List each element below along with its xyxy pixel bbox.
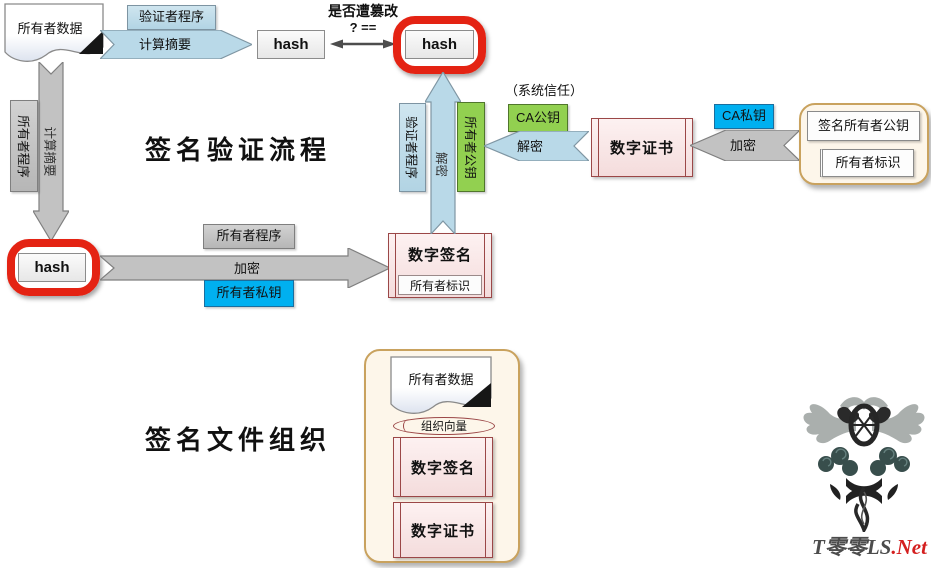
signed-owner-public-key-box: 签名所有者公钥 [807, 111, 920, 141]
hash-box-decrypted: hash [405, 30, 474, 59]
watermark-suffix: .Net [891, 535, 927, 559]
hash-box-computed: hash [257, 30, 325, 59]
watermark-text: T零零LS.Net [812, 531, 927, 561]
process-side-lines [400, 438, 486, 496]
tamper-check-label: 是否遭篡改 [328, 3, 398, 20]
org-vector-ellipse: 组织向量 [393, 417, 495, 435]
process-side-lines [400, 503, 486, 557]
ca-public-key-box: CA公钥 [508, 104, 568, 132]
digital-signature-org-box: 数字签名 [393, 437, 493, 497]
hash-label: hash [273, 36, 309, 53]
encrypt-label-bottom: 加密 [233, 260, 260, 276]
owner-data-document-org [390, 356, 492, 414]
owner-data-label-org: 所有者数据 [408, 371, 474, 387]
page-fold-icon [79, 31, 103, 54]
compute-digest-vertical-label: 计算摘要 [42, 125, 57, 177]
owner-id-box: 所有者标识 [820, 149, 914, 177]
owner-program-label: 所有者程序 [15, 114, 30, 178]
digital-certificate-label: 数字证书 [609, 140, 674, 157]
digital-signature-label: 数字签名 [407, 247, 472, 264]
compute-digest-down-arrow [33, 62, 69, 241]
owner-private-key-box: 所有者私钥 [204, 280, 294, 307]
verifier-program-box: 验证者程序 [127, 5, 216, 30]
compute-digest-label: 计算摘要 [138, 36, 191, 52]
owner-data-label: 所有者数据 [17, 20, 83, 36]
process-side-lines [395, 234, 485, 297]
compute-digest-arrow [100, 30, 252, 59]
hash-box-signed: hash [18, 253, 86, 282]
hash-highlight-ring-bottom [7, 239, 100, 296]
system-trust-label: （系统信任） [504, 82, 583, 98]
owner-id-inner-box: 所有者标识 [398, 275, 482, 295]
owner-program-box: 所有者程序 [203, 224, 295, 249]
verifier-program-vertical-box: 验证者程序 [399, 103, 426, 192]
digital-certificate-org-box: 数字证书 [393, 502, 493, 558]
hash-highlight-ring-top [393, 16, 486, 74]
process-side-lines [598, 119, 686, 176]
tribal-dragon-watermark-icon [803, 397, 925, 532]
owner-public-key-vertical-box: 所有者公钥 [457, 102, 485, 192]
owner-data-document [4, 3, 104, 62]
compare-double-arrow [330, 39, 396, 49]
equality-label: ? == [349, 19, 377, 35]
verifier-program-label: 验证者程序 [138, 9, 204, 25]
owner-program-vertical-box: 所有者程序 [10, 100, 38, 192]
digital-certificate-box: 数字证书 [591, 118, 693, 177]
decrypt-arrow [484, 131, 589, 161]
decrypt-label: 解密 [516, 138, 543, 154]
file-organization-title: 签名文件组织 [145, 425, 332, 455]
page-fold-icon [462, 383, 491, 407]
hash-label: hash [34, 259, 70, 276]
watermark-brand: T零零LS [812, 535, 892, 559]
ellipse-arc-line [403, 419, 416, 433]
encrypt-label: 加密 [729, 137, 756, 153]
ca-private-key-box: CA私钥 [714, 104, 774, 129]
encrypt-arrow-bottom [100, 248, 390, 288]
verification-flow-title: 签名验证流程 [145, 135, 332, 165]
hash-label: hash [421, 36, 457, 53]
encrypt-arrow [690, 130, 800, 161]
decrypt-vertical-label: 解密 [434, 151, 449, 177]
